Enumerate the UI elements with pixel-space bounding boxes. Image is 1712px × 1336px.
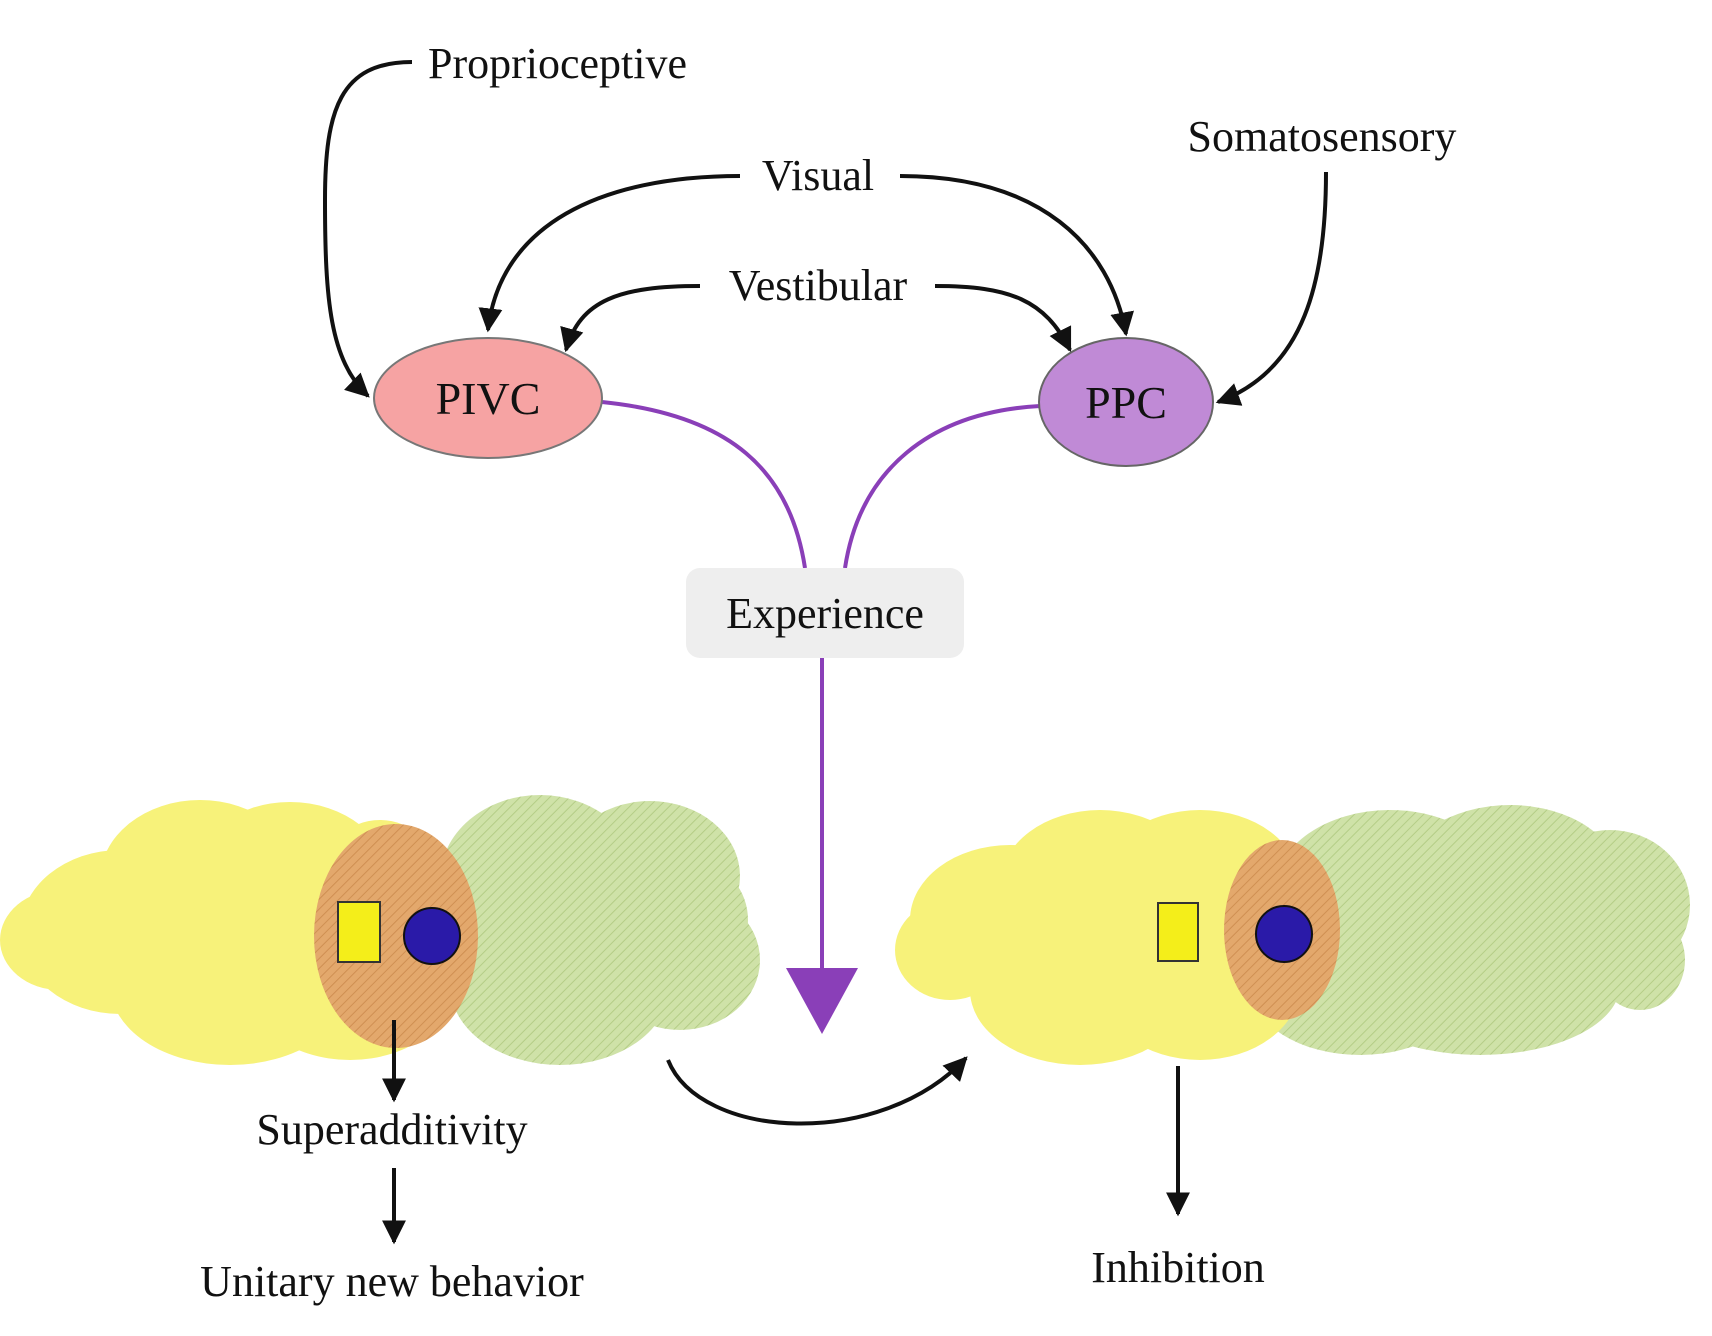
ppc-label: PPC — [1085, 377, 1167, 428]
pivc-node — [373, 337, 603, 459]
right-integration-cloud — [895, 805, 1690, 1065]
left-blue-circle — [403, 907, 461, 965]
vestibular-to-pivc-arrow — [560, 284, 701, 353]
unitary-behavior-label: Unitary new behavior — [200, 1257, 584, 1306]
proprioceptive-arrow — [322, 60, 413, 398]
inhibition-label: Inhibition — [1091, 1243, 1265, 1292]
ppc-to-experience-line — [843, 404, 1041, 569]
vestibular-to-ppc-arrow — [934, 284, 1072, 353]
right-blue-circle — [1255, 905, 1313, 963]
pivc-to-experience-line — [601, 400, 807, 569]
left-green-region — [440, 795, 760, 1065]
visual-to-ppc-arrow — [899, 174, 1134, 337]
visual-label: Visual — [762, 151, 874, 200]
left-integration-cloud — [0, 795, 760, 1065]
visual-to-pivc-arrow — [478, 174, 741, 333]
proprioceptive-label: Proprioceptive — [428, 39, 687, 88]
pivc-label: PIVC — [436, 373, 541, 424]
right-green-region — [1250, 805, 1690, 1055]
transition-curved-arrow — [666, 1056, 968, 1126]
somatosensory-arrow — [1215, 171, 1328, 406]
experience-label: Experience — [726, 589, 924, 638]
vestibular-label: Vestibular — [729, 261, 908, 310]
experience-arrowhead — [786, 968, 858, 1034]
experience-box — [686, 568, 964, 658]
left-overlap-region — [314, 824, 478, 1048]
somatosensory-label: Somatosensory — [1188, 112, 1457, 161]
right-yellow-square — [1157, 902, 1199, 962]
superadditivity-label: Superadditivity — [256, 1105, 527, 1154]
ppc-node — [1038, 337, 1214, 467]
left-yellow-square — [337, 901, 381, 963]
